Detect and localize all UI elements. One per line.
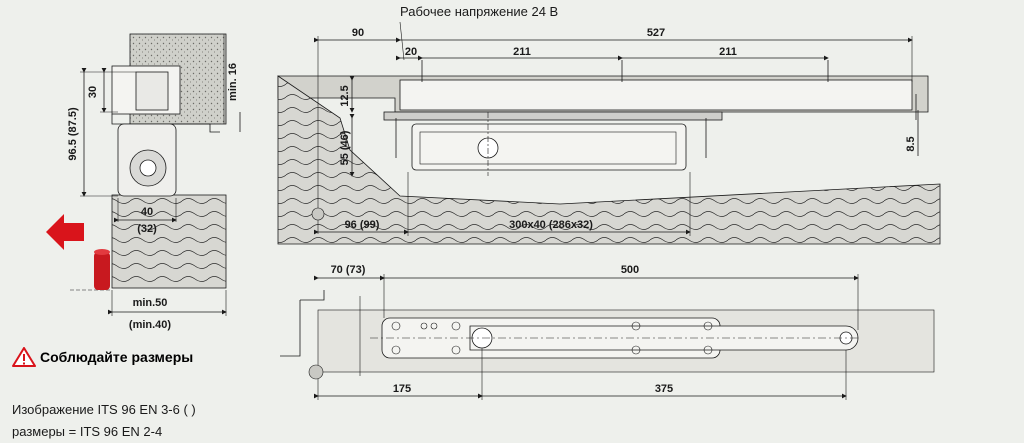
guide-rail <box>399 79 913 111</box>
frame-edge <box>280 290 325 357</box>
caption-sizes: размеры = ITS 96 EN 2-4 <box>12 424 163 439</box>
closer-body <box>411 123 687 171</box>
dim-top-90: 90 <box>352 27 364 39</box>
caption-image: Изображение ITS 96 EN 3-6 ( ) <box>12 402 196 417</box>
warning-icon <box>12 347 36 367</box>
dim-top-20: 20 <box>405 46 417 58</box>
elevation-view: 90 527 20 211 211 12.5 55 (46) 8.5 96 (9… <box>277 21 941 245</box>
floor-stop <box>94 252 110 290</box>
dim-left-30: 30 <box>87 86 99 98</box>
dim-side-5546: 55 (46) <box>339 130 351 165</box>
door-leaf-section <box>277 75 941 245</box>
warning-text: Соблюдайте размеры <box>40 349 194 365</box>
slider-block <box>135 71 169 111</box>
closer-mount-plate <box>383 111 723 121</box>
dim-plan-175: 175 <box>393 383 411 395</box>
dim-top-211b: 211 <box>719 46 737 58</box>
frame-profile <box>111 114 220 133</box>
voltage-label: Рабочее напряжение 24 В <box>400 4 559 19</box>
dim-left-min16: min. 16 <box>227 63 239 101</box>
left-section-view: 30 min. 16 96.5 (87.5) 40 (32) min.50 (m… <box>46 33 241 331</box>
dim-plan-7073: 70 (73) <box>331 264 366 276</box>
dim-bot-300x40: 300x40 (286x32) <box>509 219 593 231</box>
door-leaf <box>111 194 227 289</box>
direction-arrow <box>46 214 84 250</box>
dim-left-965: 96.5 (87.5) <box>67 107 79 161</box>
dim-plan-375: 375 <box>655 383 673 395</box>
dim-top-211a: 211 <box>513 46 531 58</box>
dim-left-32: (32) <box>137 223 157 235</box>
dim-bot-9699: 96 (99) <box>345 219 380 231</box>
dim-side-125: 12.5 <box>339 85 351 106</box>
dim-left-min40: (min.40) <box>129 319 172 331</box>
plan-view: 70 (73) 500 175 375 <box>280 264 935 400</box>
dim-left-40: 40 <box>141 206 153 218</box>
dim-top-527: 527 <box>647 27 665 39</box>
dim-left-min50: min.50 <box>133 297 168 309</box>
dim-plan-500: 500 <box>621 264 639 276</box>
dim-side-85: 8.5 <box>905 136 917 151</box>
warning-note: Соблюдайте размеры <box>12 347 193 367</box>
